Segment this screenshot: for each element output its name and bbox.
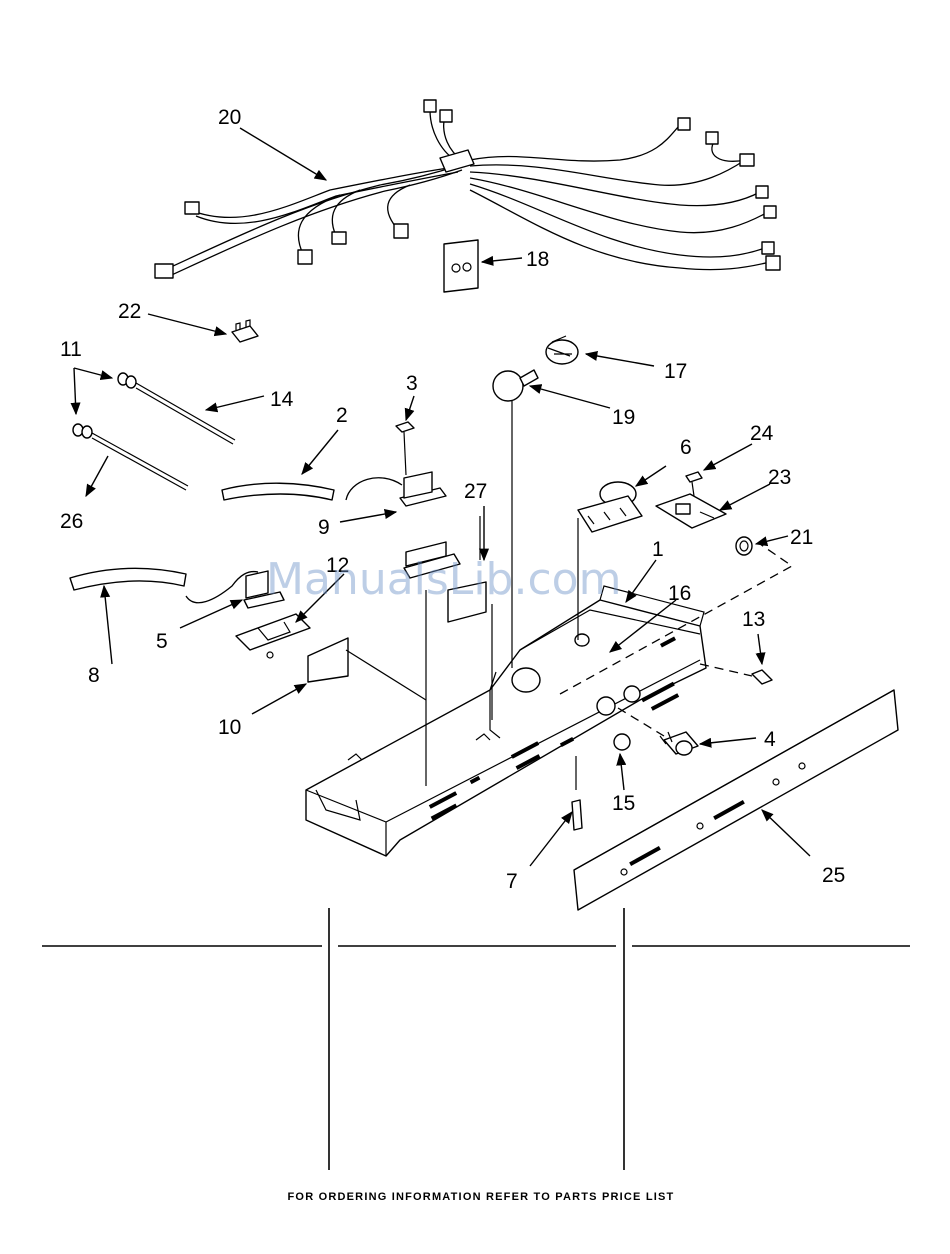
callout-17: 17 [664,360,687,383]
callout-18: 18 [526,248,549,271]
part-22-clip [232,320,258,342]
callout-21: 21 [790,526,813,549]
callout-1: 1 [652,538,664,561]
callout-27: 27 [464,480,487,503]
callout-15: 15 [612,792,635,815]
callout-13: 13 [742,608,765,631]
callout-3: 3 [406,372,418,395]
callout-23: 23 [768,466,791,489]
part-21-nut [736,537,752,555]
part-18-plate [444,240,478,292]
part-3-screw [396,422,414,475]
callout-4: 4 [764,728,776,751]
callout-14: 14 [270,388,294,411]
callout-8: 8 [88,664,100,687]
callout-25: 25 [822,864,845,887]
parts-table-frame [42,908,910,1170]
callout-9: 9 [318,516,330,539]
callout-22: 22 [118,300,141,323]
part-19-bulb [493,370,538,401]
part-6-thermostat [578,482,642,532]
callout-2: 2 [336,404,348,427]
callout-16: 16 [668,582,691,605]
part-11-14-26-tubes [73,373,235,490]
part-24-screw [686,472,702,496]
watermark: ManualsLib.com [266,554,621,605]
part-7-screw [572,756,582,830]
callout-10: 10 [218,716,241,739]
ordering-footer: FOR ORDERING INFORMATION REFER TO PARTS … [288,1191,675,1203]
callout-19: 19 [612,406,635,429]
part-15-knob [614,734,630,750]
callout-24: 24 [750,422,774,445]
part-17-socket [546,336,578,364]
callout-11: 11 [60,338,82,361]
callout-26: 26 [60,510,83,533]
callout-6: 6 [680,436,692,459]
part-4-switch [660,732,698,755]
part-13-screw [752,670,772,684]
part-9-switch [346,472,446,506]
part-2-tube [222,483,334,500]
callout-7: 7 [506,870,518,893]
callout-5: 5 [156,630,168,653]
part-23-bracket [656,494,726,528]
part-1-control-housing [306,586,706,856]
callout-20: 20 [218,106,241,129]
part-12-bracket [236,614,310,658]
part-8-tube [70,568,186,590]
part-10-plate [308,638,348,682]
